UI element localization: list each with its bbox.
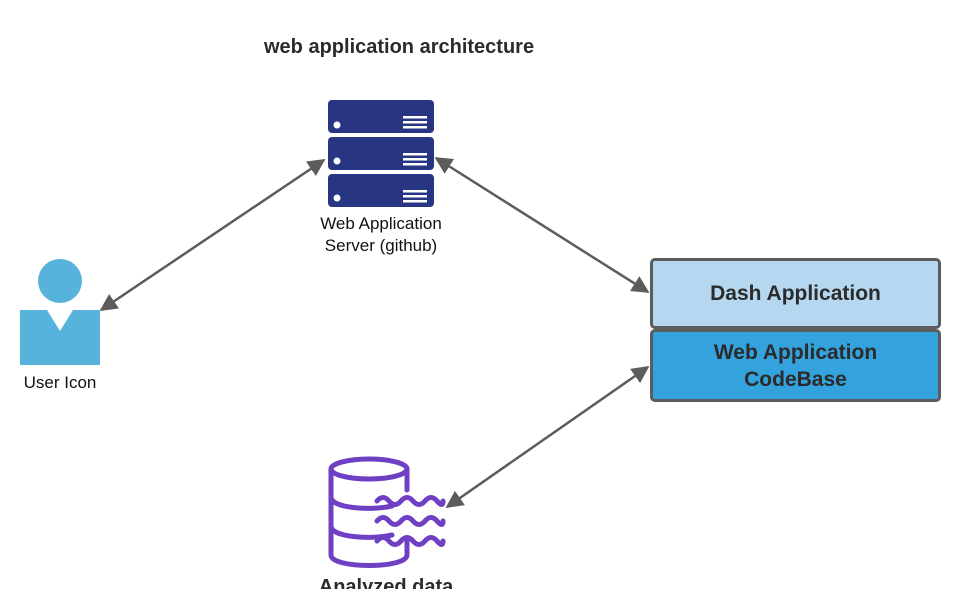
codebase-label: Web Application CodeBase	[714, 339, 877, 393]
dash-application-box: Dash Application	[650, 258, 941, 329]
codebase-label-line1: Web Application	[713, 340, 878, 364]
codebase-box: Web Application CodeBase	[650, 329, 941, 402]
server-label: Web Application Server (github)	[300, 213, 462, 257]
server-unit	[328, 100, 434, 133]
connector-codebase-database	[445, 365, 650, 509]
user-icon	[20, 259, 100, 365]
diagram-title: web application architecture	[264, 36, 535, 58]
codebase-label-line2: CodeBase	[744, 367, 847, 391]
connector-user-server	[99, 158, 326, 312]
dash-application-label: Dash Application	[710, 282, 881, 305]
database-icon	[328, 456, 446, 568]
server-rack-icon	[328, 100, 434, 207]
server-label-line1: Web Application	[320, 214, 442, 233]
server-unit	[328, 137, 434, 170]
connector-server-dash	[434, 156, 650, 294]
server-unit	[328, 174, 434, 207]
user-label: User Icon	[23, 373, 97, 392]
server-label-line2: Server (github)	[324, 236, 438, 255]
database-label: Analyzed data	[318, 576, 454, 589]
